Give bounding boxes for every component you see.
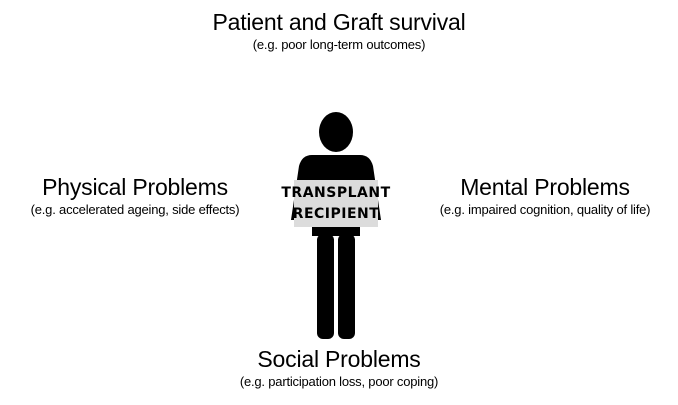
bottom-category-example: (e.g. participation loss, poor coping) — [239, 374, 439, 389]
person-left-leg — [317, 234, 334, 339]
left-category-example: (e.g. accelerated ageing, side effects) — [30, 202, 240, 217]
top-category-title: Patient and Graft survival — [212, 9, 466, 35]
top-category: Patient and Graft survival (e.g. poor lo… — [0, 8, 678, 54]
transplant-recipient-figure: TRANSPLANT RECIPIENT — [276, 108, 396, 348]
person-head — [319, 112, 353, 152]
right-category-title: Mental Problems — [460, 174, 630, 200]
figure-label-line1: TRANSPLANT — [281, 185, 391, 201]
figure-label-line2: RECIPIENT — [292, 206, 380, 222]
person-icon — [291, 112, 381, 339]
left-category: Physical Problems (e.g. accelerated agei… — [0, 173, 270, 219]
right-category: Mental Problems (e.g. impaired cognition… — [412, 173, 678, 219]
bottom-category: Social Problems (e.g. participation loss… — [0, 345, 678, 391]
left-category-title: Physical Problems — [42, 174, 228, 200]
right-category-example: (e.g. impaired cognition, quality of lif… — [439, 202, 651, 217]
top-category-example: (e.g. poor long-term outcomes) — [252, 37, 426, 52]
label-band — [294, 180, 378, 227]
person-right-leg — [338, 234, 355, 339]
bottom-category-title: Social Problems — [257, 346, 421, 372]
